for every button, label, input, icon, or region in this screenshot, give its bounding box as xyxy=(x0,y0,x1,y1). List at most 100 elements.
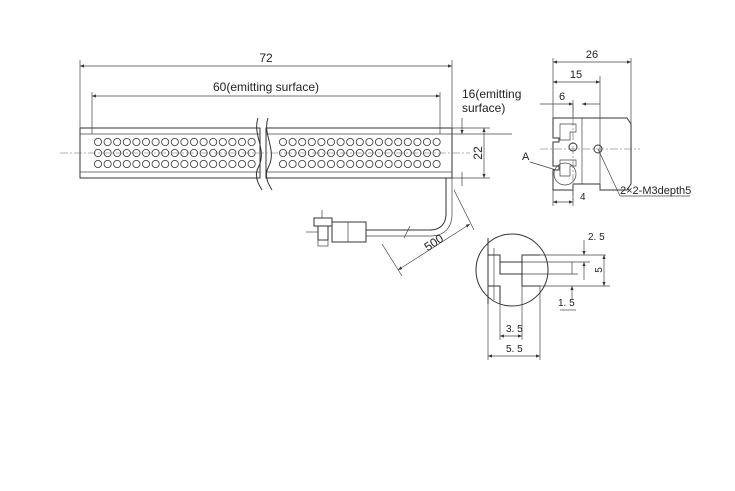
led xyxy=(141,137,150,146)
led xyxy=(237,137,246,146)
led xyxy=(307,148,316,157)
side-4-label: 4 xyxy=(580,192,586,203)
led xyxy=(228,148,237,157)
led xyxy=(122,148,131,157)
tap-holes-label: 2×2-M3depth5 xyxy=(620,185,691,197)
led xyxy=(288,148,297,157)
side-width-label: 26 xyxy=(586,49,598,61)
dim-overall-length: 72 xyxy=(79,51,453,128)
dim-detail-5: 5 xyxy=(540,255,610,287)
overall-length-label: 72 xyxy=(259,51,273,65)
led xyxy=(151,137,160,146)
led xyxy=(209,148,218,157)
detail-profile xyxy=(487,238,540,304)
led xyxy=(278,148,287,157)
led xyxy=(209,159,218,168)
led xyxy=(403,137,412,146)
led xyxy=(432,159,441,168)
led xyxy=(355,148,364,157)
led xyxy=(355,137,364,146)
led xyxy=(365,137,374,146)
led xyxy=(209,137,218,146)
led xyxy=(307,159,316,168)
dim-emitting-length: 60(emitting surface) xyxy=(91,80,441,134)
led xyxy=(132,137,141,146)
detail-a-label: A xyxy=(522,151,530,163)
led xyxy=(180,137,189,146)
height-label: 22 xyxy=(471,146,485,160)
led xyxy=(122,159,131,168)
led xyxy=(394,137,403,146)
detail-view-a xyxy=(475,233,549,307)
side-15-label: 15 xyxy=(570,69,582,81)
led xyxy=(307,137,316,146)
led xyxy=(218,137,227,146)
led xyxy=(189,159,198,168)
break-line-right xyxy=(265,117,273,191)
led xyxy=(336,159,345,168)
detail-1-5-label: 1. 5 xyxy=(558,298,575,309)
led xyxy=(161,148,170,157)
led xyxy=(247,137,256,146)
emitting-width-line2: surface) xyxy=(462,101,505,115)
led xyxy=(94,137,103,146)
led xyxy=(384,159,393,168)
led xyxy=(247,159,256,168)
detail-a-marker xyxy=(553,162,577,186)
led xyxy=(132,159,141,168)
led xyxy=(170,148,179,157)
led xyxy=(374,159,383,168)
tap-hole-callout: 2×2-M3depth5 xyxy=(597,148,691,197)
dim-detail-2-5: 2. 5 xyxy=(522,232,606,280)
led xyxy=(151,148,160,157)
led xyxy=(103,148,112,157)
dim-side-width: 26 xyxy=(552,49,632,124)
led xyxy=(94,159,103,168)
led xyxy=(432,137,441,146)
led xyxy=(141,159,150,168)
led xyxy=(161,159,170,168)
led xyxy=(317,148,326,157)
emitting-length-label: 60(emitting surface) xyxy=(213,80,319,94)
led xyxy=(432,148,441,157)
led xyxy=(199,159,208,168)
led xyxy=(326,137,335,146)
led xyxy=(403,148,412,157)
detail-2-5-label: 2. 5 xyxy=(588,232,605,243)
led-array xyxy=(94,137,441,168)
dim-side-6: 6 xyxy=(540,91,600,118)
dim-side-15: 15 xyxy=(553,69,601,118)
led xyxy=(394,148,403,157)
led xyxy=(422,148,431,157)
led xyxy=(237,159,246,168)
dim-height: 22 xyxy=(452,127,490,179)
led xyxy=(103,137,112,146)
connector xyxy=(306,210,367,247)
led xyxy=(113,148,122,157)
dim-detail-3-5: 3. 5 xyxy=(499,286,523,340)
led xyxy=(113,159,122,168)
cable xyxy=(366,178,447,231)
led xyxy=(326,159,335,168)
led xyxy=(336,137,345,146)
led xyxy=(141,148,150,157)
led xyxy=(218,148,227,157)
led xyxy=(298,137,307,146)
detail-5-5-label: 5. 5 xyxy=(506,344,523,355)
dim-side-4: 4 xyxy=(552,190,586,206)
led xyxy=(161,137,170,146)
dim-detail-5-5: 5. 5 xyxy=(487,286,541,360)
led xyxy=(170,159,179,168)
led xyxy=(132,148,141,157)
led xyxy=(394,159,403,168)
front-view xyxy=(60,117,470,191)
side-6-label: 6 xyxy=(559,91,565,103)
led xyxy=(113,137,122,146)
led xyxy=(170,137,179,146)
led xyxy=(199,137,208,146)
led xyxy=(365,148,374,157)
led xyxy=(374,137,383,146)
led xyxy=(151,159,160,168)
led xyxy=(403,159,412,168)
